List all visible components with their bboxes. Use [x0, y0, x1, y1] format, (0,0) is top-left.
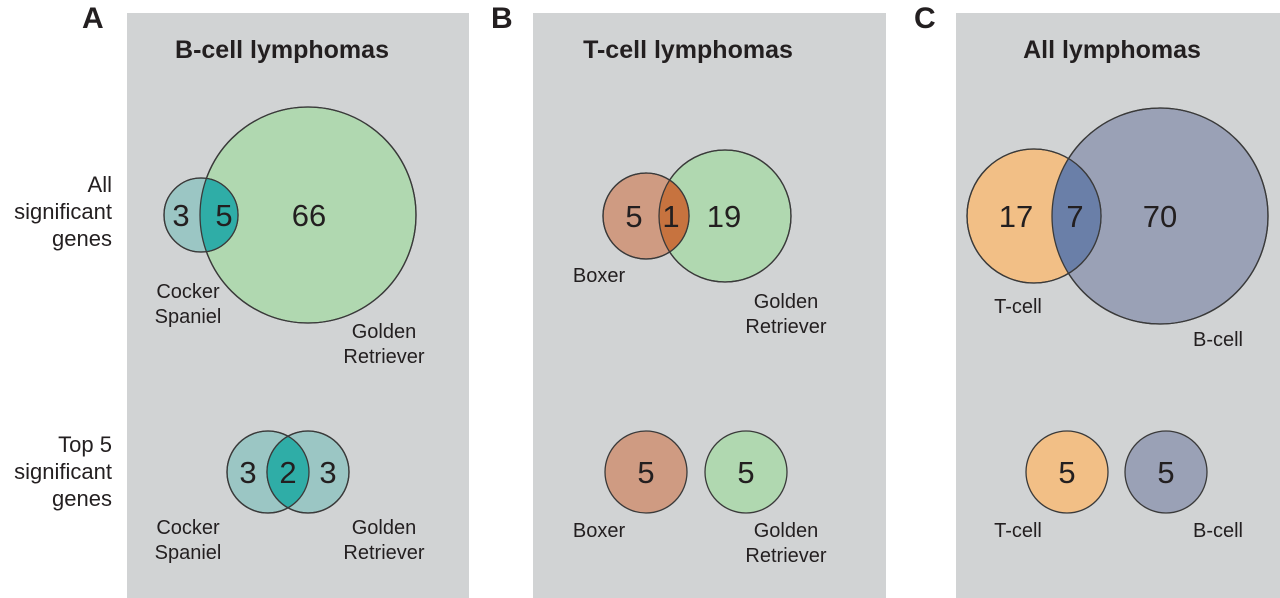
label-golden-retriever-2: Retriever — [343, 346, 424, 368]
panel-c: C All lymphomas 17 7 70 T-cell B-cell 5 … — [914, 2, 1280, 598]
row-label-all-significant: All significant genes — [14, 172, 112, 251]
panel-letter-b: B — [491, 2, 513, 35]
t-cell-outline — [966, 148, 1102, 284]
venn-c-top5: 5 5 T-cell B-cell — [994, 430, 1243, 542]
boxer-outline — [602, 172, 690, 260]
label-golden-retriever: Golden — [352, 321, 417, 343]
t-cell-circle — [1025, 430, 1109, 514]
label-t-cell: T-cell — [994, 296, 1042, 318]
label-golden-retriever: Golden — [352, 517, 417, 539]
count-right: 70 — [1143, 199, 1177, 234]
label-boxer: Boxer — [573, 520, 626, 542]
count-overlap: 5 — [215, 198, 232, 233]
venn-a-top5: 3 2 3 Cocker Spaniel Golden Retriever — [155, 430, 425, 564]
label-cocker-spaniel-2: Spaniel — [155, 542, 222, 564]
label-boxer: Boxer — [573, 265, 626, 287]
label-golden-retriever: Golden — [754, 291, 819, 313]
golden-retriever-circle — [704, 430, 788, 514]
label-t-cell: T-cell — [994, 520, 1042, 542]
venn-b-all: 5 1 19 Boxer Golden Retriever — [573, 149, 827, 338]
panel-a: A B-cell lymphomas 3 5 66 Cocker Spaniel… — [82, 2, 469, 598]
golden-retriever-outline — [658, 149, 792, 283]
svg-text:Top 5: Top 5 — [58, 432, 112, 457]
count-left: 5 — [625, 199, 642, 234]
panel-a-title: B-cell lymphomas — [175, 36, 389, 64]
count-right: 5 — [737, 455, 754, 490]
golden-retriever-outline — [199, 106, 417, 324]
row-label-top5-significant: Top 5 significant genes — [14, 432, 112, 511]
cocker-spaniel-outline — [226, 430, 310, 514]
svg-text:genes: genes — [52, 226, 112, 251]
count-left: 5 — [637, 455, 654, 490]
label-cocker-spaniel-2: Spaniel — [155, 306, 222, 328]
count-right: 5 — [1157, 455, 1174, 490]
b-cell-circle — [1124, 430, 1208, 514]
count-overlap: 7 — [1066, 199, 1083, 234]
count-left: 3 — [239, 455, 256, 490]
count-right: 19 — [707, 199, 741, 234]
count-overlap: 2 — [279, 455, 296, 490]
svg-text:All: All — [88, 172, 112, 197]
label-golden-retriever-2: Retriever — [343, 542, 424, 564]
panel-b-background — [533, 13, 886, 598]
label-golden-retriever-2: Retriever — [745, 316, 826, 338]
b-cell-outline — [1051, 107, 1269, 325]
venn-a-all: 3 5 66 Cocker Spaniel Golden Retriever — [155, 106, 425, 368]
boxer-circle — [604, 430, 688, 514]
count-overlap: 1 — [662, 199, 679, 234]
count-left: 5 — [1058, 455, 1075, 490]
panel-c-title: All lymphomas — [1023, 36, 1201, 64]
golden-retriever-outline — [266, 430, 350, 514]
count-left: 3 — [172, 198, 189, 233]
panel-b: B T-cell lymphomas 5 1 19 Boxer Golden R… — [491, 2, 886, 598]
venn-b-top5: 5 5 Boxer Golden Retriever — [573, 430, 827, 567]
label-golden-retriever-2: Retriever — [745, 545, 826, 567]
label-b-cell: B-cell — [1193, 329, 1243, 351]
panel-letter-a: A — [82, 2, 104, 35]
panel-letter-c: C — [914, 2, 936, 35]
overlap-region — [267, 431, 309, 513]
svg-text:significant: significant — [14, 199, 112, 224]
svg-text:genes: genes — [52, 486, 112, 511]
count-right: 66 — [292, 198, 326, 233]
svg-text:significant: significant — [14, 459, 112, 484]
venn-c-all: 17 7 70 T-cell B-cell — [966, 107, 1269, 351]
label-cocker-spaniel: Cocker — [156, 517, 220, 539]
label-cocker-spaniel: Cocker — [156, 281, 220, 303]
label-b-cell: B-cell — [1193, 520, 1243, 542]
panel-b-title: T-cell lymphomas — [583, 36, 793, 64]
label-golden-retriever: Golden — [754, 520, 819, 542]
cocker-spaniel-outline — [163, 177, 239, 253]
count-left: 17 — [999, 199, 1033, 234]
count-right: 3 — [319, 455, 336, 490]
